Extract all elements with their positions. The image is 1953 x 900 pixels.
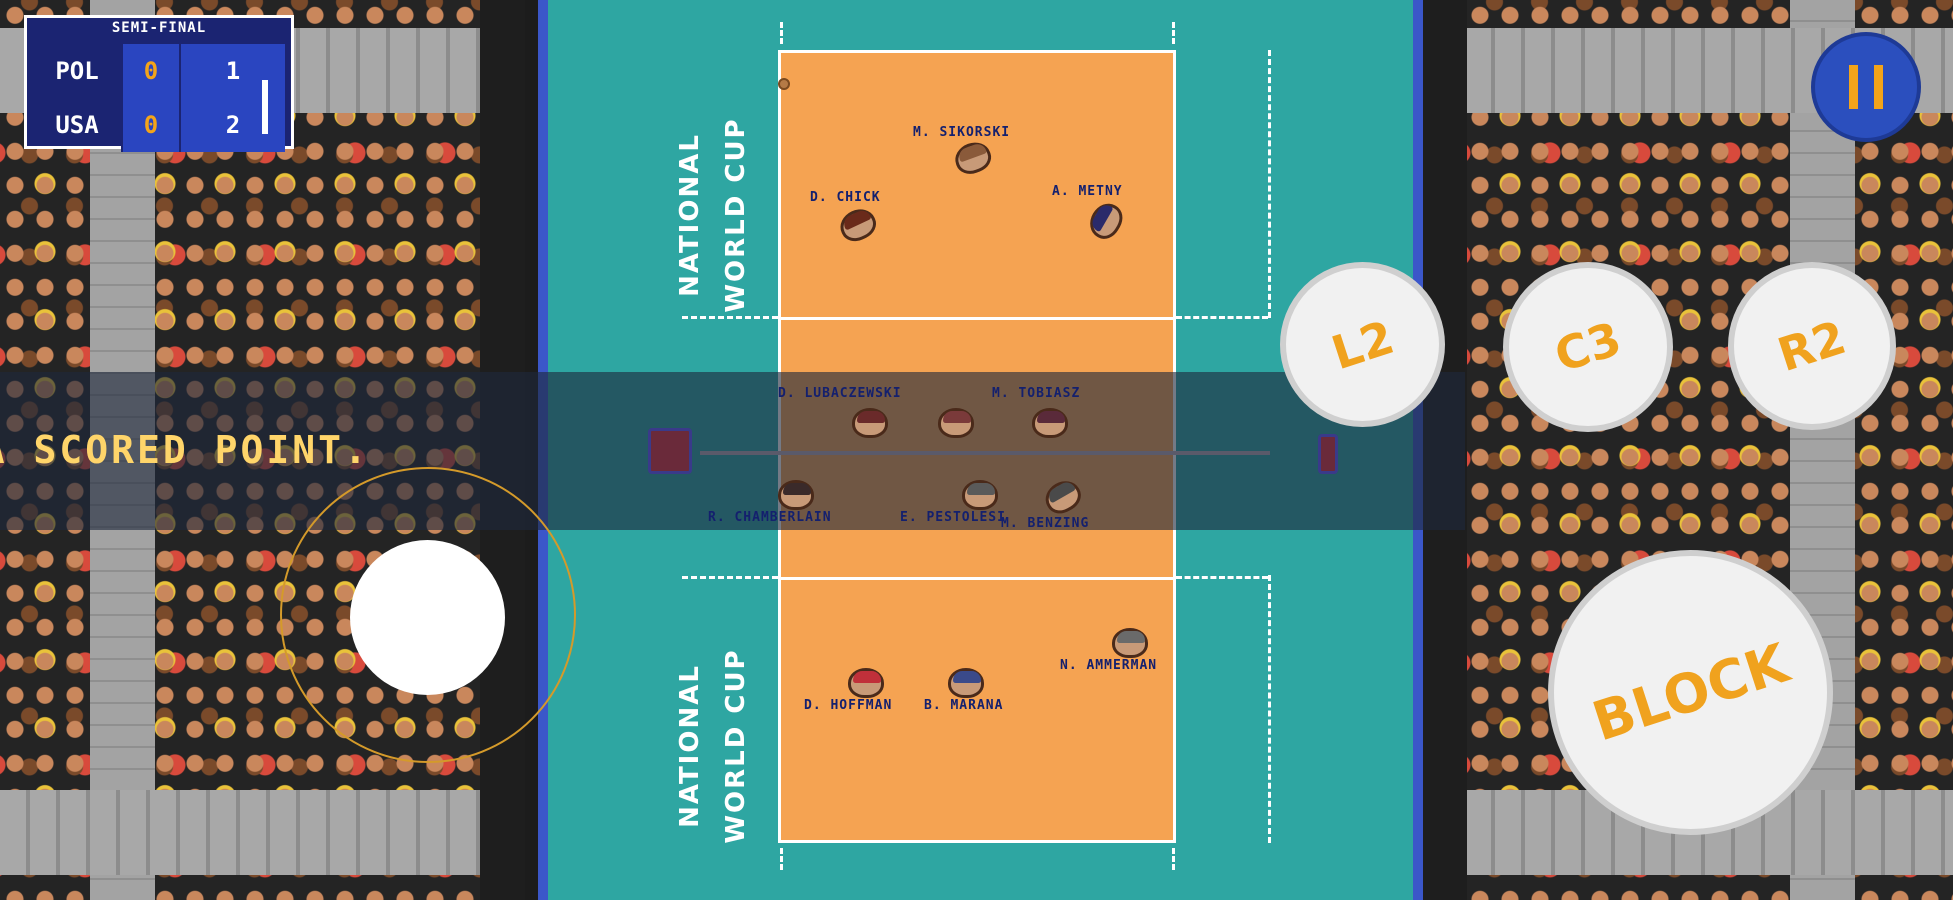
player-head <box>852 408 888 438</box>
volleyball <box>778 78 790 90</box>
attack-line-extension <box>1176 316 1268 319</box>
round-label: SEMI-FINAL <box>111 20 207 36</box>
sets-won: 0 <box>121 98 179 152</box>
r2-button[interactable]: R2 <box>1728 262 1896 430</box>
volleyball-net <box>700 451 1270 455</box>
crowd-stands-right <box>1465 0 1953 900</box>
player-head <box>948 668 984 698</box>
attack-line-extension <box>682 316 778 319</box>
service-line-mark <box>1172 22 1175 44</box>
pause-icon <box>1874 65 1883 109</box>
player-head <box>1032 408 1068 438</box>
player-head <box>848 668 884 698</box>
player-head <box>1112 628 1148 658</box>
player-head <box>962 480 998 510</box>
points: 2 <box>179 98 285 152</box>
joystick-knob[interactable] <box>350 540 505 695</box>
court-logo-top: NATIONAL WORLD CUP <box>675 117 751 313</box>
block-button[interactable]: BLOCK <box>1548 550 1833 835</box>
player-head <box>938 408 974 438</box>
attack-line-top <box>781 317 1173 320</box>
point-announcement: USA SCORED POINT. <box>0 428 370 472</box>
scoreboard: SEMI-FINAL POL 0 1 USA 0 2 <box>24 15 294 152</box>
l2-button[interactable]: L2 <box>1280 262 1445 427</box>
attack-line-extension <box>682 576 778 579</box>
score-row-pol: POL 0 1 <box>27 44 291 100</box>
service-line-mark <box>780 848 783 870</box>
points: 1 <box>179 44 285 98</box>
free-zone-line <box>1268 50 1271 318</box>
pause-icon <box>1849 65 1858 109</box>
sets-won: 0 <box>121 44 179 98</box>
service-line-mark <box>1172 848 1175 870</box>
net-post-left <box>648 428 692 474</box>
attack-line-extension <box>1176 576 1268 579</box>
court-logo-bottom: NATIONAL WORLD CUP <box>675 648 751 844</box>
free-zone-line <box>1268 575 1271 843</box>
pause-button[interactable] <box>1811 32 1921 142</box>
net-post-right <box>1318 434 1338 474</box>
c3-button[interactable]: C3 <box>1503 262 1673 432</box>
team-name: POL <box>55 57 99 85</box>
score-row-usa: USA 0 2 <box>27 98 291 152</box>
stand-walkway-bottom-left <box>0 790 480 875</box>
team-name: USA <box>55 111 99 139</box>
player-head <box>778 480 814 510</box>
joystick-area[interactable] <box>280 467 576 763</box>
attack-line-bottom <box>781 577 1173 580</box>
serve-indicator <box>262 80 268 134</box>
service-line-mark <box>780 22 783 44</box>
